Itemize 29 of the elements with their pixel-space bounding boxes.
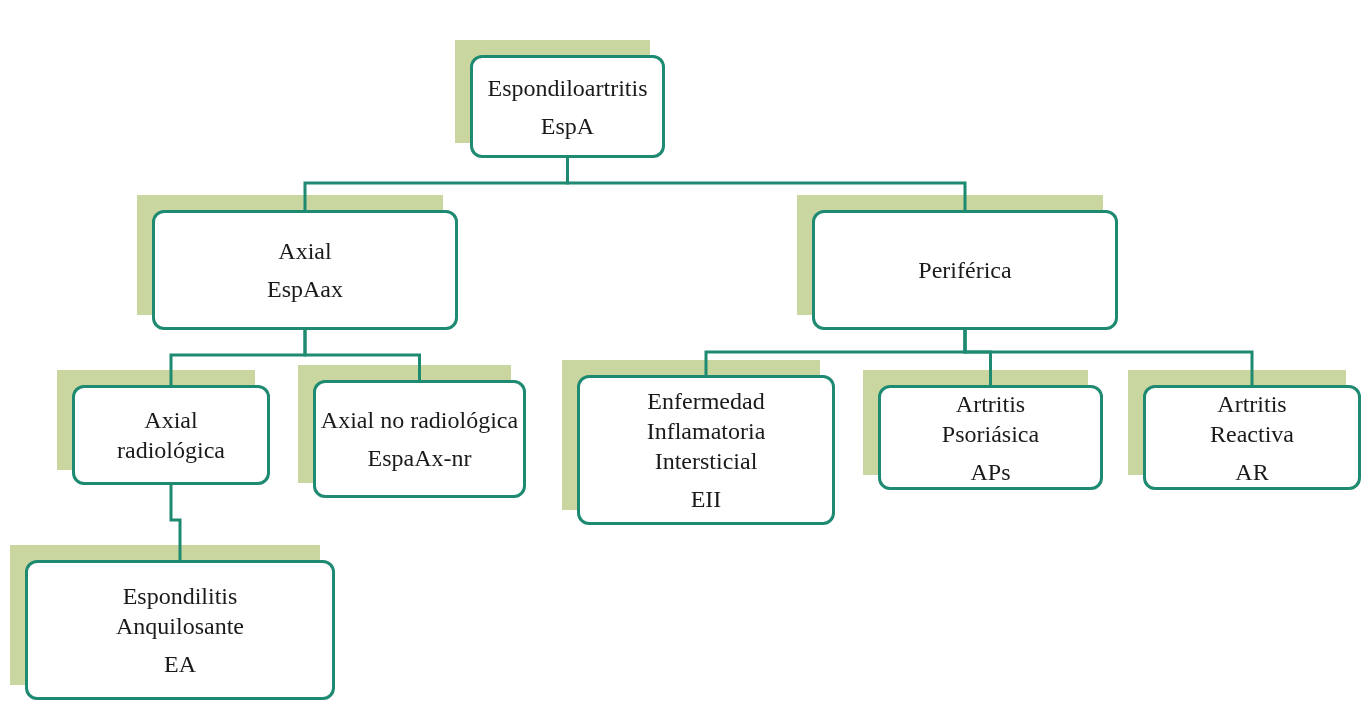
box-label: APs <box>970 457 1011 487</box>
box-label: Artritis Reactiva <box>1209 389 1295 449</box>
box-label: Enfermedad Inflamatoria Intersticial <box>645 387 767 476</box>
box-label: EspA <box>540 111 595 141</box>
connector-line <box>963 330 1254 385</box>
box-label: Axial <box>278 237 332 266</box>
box-label: EII <box>690 485 722 514</box>
connector-line <box>303 330 421 380</box>
box-label: Espondilitis Anquilosante <box>115 582 245 641</box>
connector-line <box>566 158 967 210</box>
connector-line <box>169 485 182 560</box>
box-label: AR <box>1235 457 1269 487</box>
box-label: Espondiloartritis <box>487 73 648 103</box>
rounded-box <box>152 210 458 330</box>
box-label: EA <box>164 650 196 679</box>
rounded-box <box>25 560 335 700</box>
rounded-box <box>313 380 526 498</box>
rounded-box <box>812 210 1118 330</box>
box-label: EspaAx-nr <box>367 444 472 473</box>
rounded-box <box>72 385 270 485</box>
box-label: EspAax <box>267 275 343 304</box>
rounded-box <box>470 55 665 158</box>
rounded-box <box>577 375 835 525</box>
box-label: Artritis Psoriásica <box>940 389 1041 449</box>
rounded-box <box>878 385 1103 490</box>
box-label: Axial no radiológica <box>320 406 519 435</box>
box-label: Axial radiológica <box>116 406 226 465</box>
rounded-box <box>1143 385 1361 490</box>
box-label: Periférica <box>918 256 1012 285</box>
